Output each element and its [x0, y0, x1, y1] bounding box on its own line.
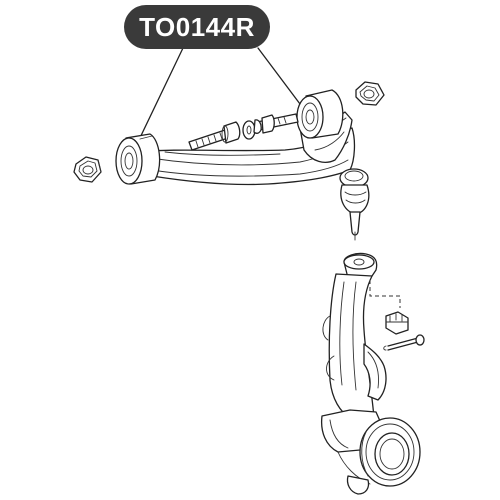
part-number-label: TO0144R: [139, 11, 255, 42]
fastener-leader: [369, 280, 401, 308]
left-bushing: [115, 133, 161, 185]
steering-knuckle: [320, 252, 421, 495]
left-nut: [73, 156, 102, 183]
callout-leader-lines: [136, 47, 301, 145]
castle-nut: [385, 311, 409, 335]
right-bushing: [296, 89, 344, 139]
right-nut: [355, 81, 385, 106]
cam-washer: [242, 120, 256, 140]
ball-joint: [339, 168, 370, 241]
cam-bolt: [253, 113, 299, 134]
part-number-badge: TO0144R: [124, 5, 270, 49]
adjusting-bolt: [188, 121, 241, 151]
cotter-pin: [383, 334, 425, 351]
